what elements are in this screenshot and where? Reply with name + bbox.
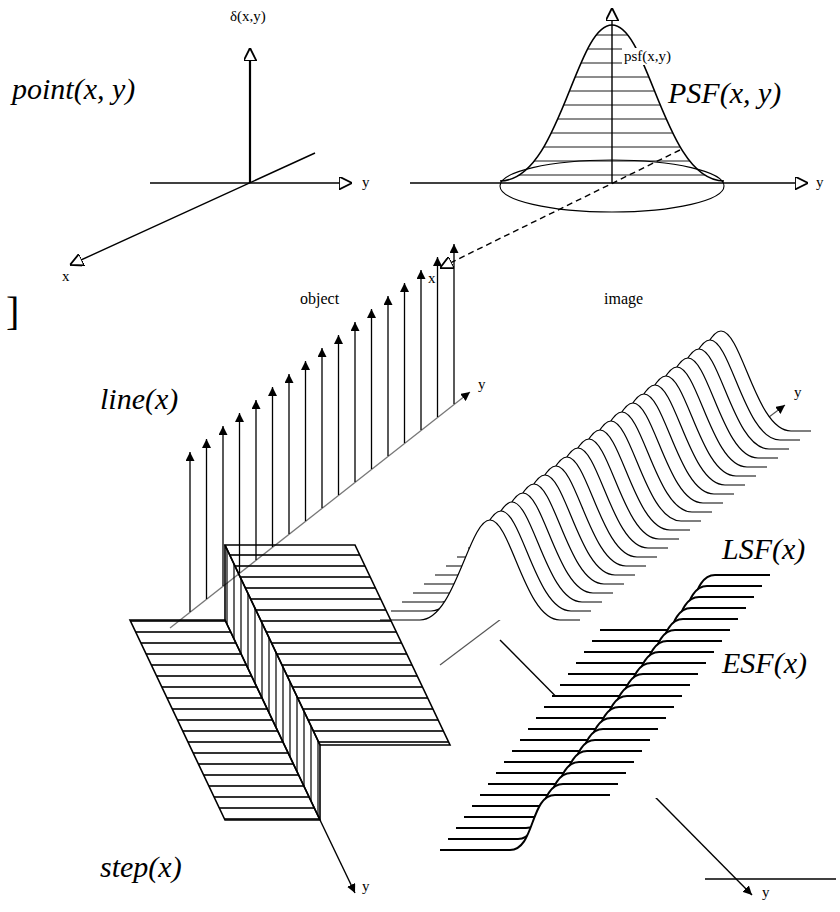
lsf-curve: [380, 520, 580, 620]
impulse-arrow: [272, 387, 273, 547]
esf-figure: [440, 575, 836, 895]
impulse-arrow: [338, 335, 339, 495]
impulse-arrow: [206, 439, 207, 599]
impulse-arrow: [189, 452, 190, 612]
impulse-arrow: [288, 374, 289, 534]
axis-line: [410, 182, 808, 183]
impulse-arrow: [321, 348, 322, 508]
impulse-arrow: [222, 426, 223, 586]
lsf-figure: [380, 331, 811, 665]
impulse-arrow: [387, 296, 388, 456]
axis-line: [440, 150, 680, 268]
function-label: LSF(x): [722, 532, 805, 565]
axis-line: [611, 8, 612, 183]
axis-line: [320, 820, 355, 893]
impulse-arrow: [420, 270, 421, 430]
esf-curve: [440, 795, 610, 864]
step-figure: [130, 545, 450, 893]
function-label: ESF(x): [722, 646, 807, 679]
function-label: PSF(x, y): [668, 76, 781, 109]
function-label: step(x): [100, 850, 182, 883]
axis-label: x: [62, 268, 70, 285]
axis-line: [70, 153, 315, 265]
axis-label: y: [762, 884, 770, 901]
axis-label: y: [362, 878, 370, 895]
impulse-arrow: [305, 361, 306, 521]
impulse-arrow: [453, 244, 454, 404]
psf-figure: [410, 8, 808, 268]
impulse-arrow: [249, 48, 251, 183]
impulse-arrow: [437, 257, 438, 417]
axis-label: x: [428, 270, 436, 287]
base-line: [705, 878, 836, 880]
impulse-arrow: [354, 322, 355, 482]
column-heading: image: [604, 290, 643, 308]
upper-plane: [225, 545, 450, 745]
bracket-mark: ]: [6, 290, 19, 334]
axis-label: y: [816, 174, 824, 191]
column-heading: object: [300, 290, 339, 308]
impulse-arrow: [404, 283, 405, 443]
function-label: psf(x,y): [622, 48, 673, 65]
axis-label: δ(x,y): [230, 8, 266, 25]
axis-label: y: [478, 376, 486, 393]
axis-label: y: [362, 174, 370, 191]
axis-label: y: [794, 384, 802, 401]
impulse-arrow: [255, 400, 256, 560]
impulse-arrow: [371, 309, 372, 469]
function-label: line(x): [100, 382, 178, 415]
function-label: point(x, y): [12, 72, 135, 105]
